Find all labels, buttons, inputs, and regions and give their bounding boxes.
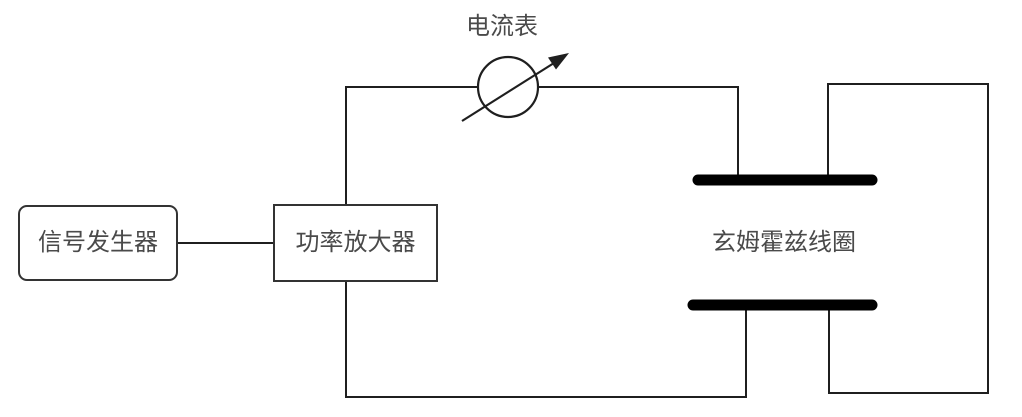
signal-generator-box: 信号发生器: [18, 205, 178, 281]
wire-amplifier-to-top-coil: [345, 86, 739, 204]
wire-amplifier-to-bottom-coil: [345, 281, 747, 398]
power-amplifier-box: 功率放大器: [273, 204, 438, 282]
ammeter-icon: [461, 53, 569, 122]
power-amplifier-label: 功率放大器: [295, 229, 416, 256]
ammeter-label: 电流表: [466, 13, 538, 40]
signal-generator-label: 信号发生器: [38, 229, 158, 256]
helmholtz-coil-label: 玄姆霍兹线圈: [712, 229, 856, 256]
wire-top-coil-to-bottom-coil-right: [827, 83, 989, 394]
